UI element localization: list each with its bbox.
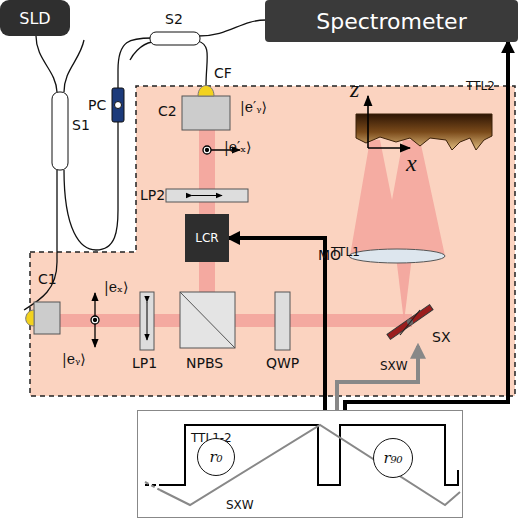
signal-name: SXW [226, 498, 254, 512]
node-text: Spectrometer [316, 9, 466, 34]
collimator [34, 302, 60, 334]
part-label: S1 [72, 118, 90, 133]
part-label: PC [88, 98, 106, 113]
linear-polarizer [140, 292, 154, 350]
part-label: LP2 [140, 188, 165, 203]
part-label: LP1 [132, 356, 157, 371]
axis-label: z [350, 76, 359, 102]
node-text: r₉₀ [383, 449, 402, 467]
axis-label: x [406, 150, 417, 176]
trigger-line [345, 42, 508, 410]
part-label: SX [432, 330, 450, 345]
part-label: SXW [380, 360, 408, 373]
spectrometer-box: Spectrometer [265, 0, 518, 42]
part-label: NPBS [186, 356, 223, 371]
state-circle: r₉₀ [373, 438, 413, 478]
waveforms [145, 425, 460, 505]
linear-polarizer [166, 189, 248, 202]
part-label: C1 [38, 272, 57, 287]
enclosure [30, 86, 515, 396]
polarization-state: |e′ₓ⟩ [224, 140, 252, 155]
collimator [182, 96, 230, 130]
scanning-mirror [387, 305, 433, 340]
light-source-box: SLD [0, 0, 70, 36]
part-label: QWP [266, 356, 299, 371]
focused-beam [350, 140, 445, 256]
sample [356, 114, 492, 150]
part-label: CF [214, 66, 232, 81]
axes [368, 96, 410, 148]
polarization-state: |eₓ⟩ [104, 280, 128, 295]
polarization-state: |eᵧ⟩ [62, 352, 86, 367]
polarization-state: |e′ᵧ⟩ [240, 100, 267, 115]
coupler-s2 [150, 32, 200, 45]
fibers [24, 20, 266, 310]
liquid-crystal-retarder: LCR [185, 214, 229, 262]
node-text: SLD [19, 9, 50, 28]
controller-panel: TTL1-2SXWr₀r₉₀ [137, 410, 463, 518]
polarization-controller [112, 88, 124, 122]
quarter-wave-plate [275, 292, 290, 350]
signal-name: TTL2 [466, 80, 495, 93]
node-text: LCR [195, 231, 218, 245]
beam [60, 314, 412, 327]
signal-name: TTL1 [331, 246, 360, 259]
part-label: C2 [158, 104, 177, 119]
node-text: r₀ [209, 448, 222, 466]
part-label: S2 [165, 12, 183, 27]
coupler-s1 [52, 92, 68, 170]
state-circle: r₀ [197, 438, 235, 476]
trigger-line [229, 238, 325, 410]
beam-splitter [180, 292, 235, 348]
objective-lens [349, 249, 445, 263]
